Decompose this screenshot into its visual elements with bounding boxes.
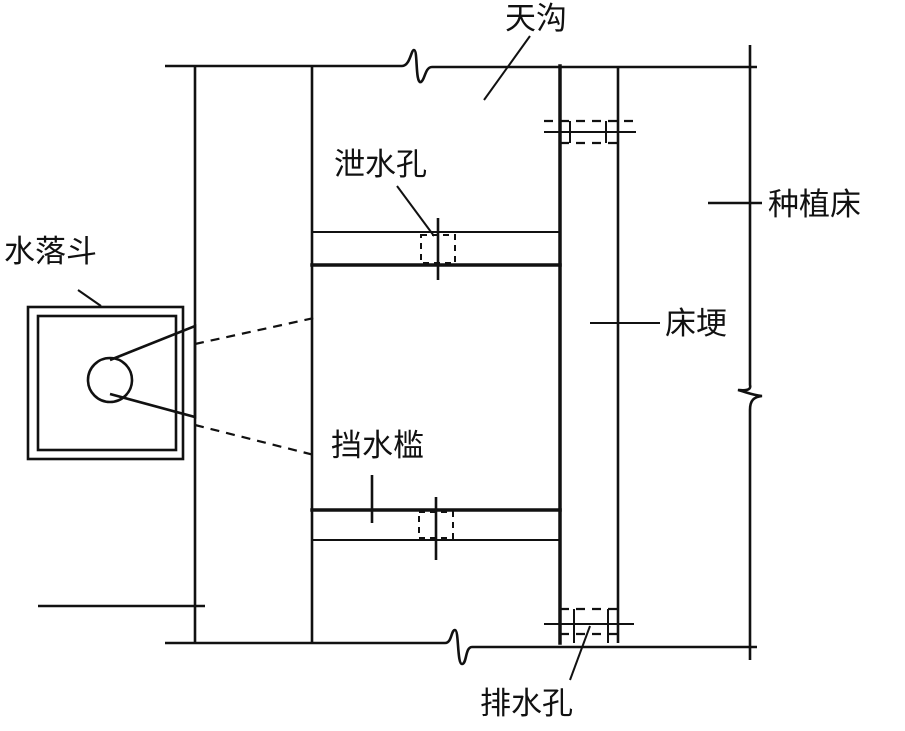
lower-hole-symbol xyxy=(370,475,454,560)
drain-hole-top-mark xyxy=(544,119,636,145)
gutter-label: 天沟 xyxy=(505,1,567,37)
drain-hole-label: 排水孔 xyxy=(480,686,573,722)
water-stop-sill-label: 挡水槛 xyxy=(331,428,424,464)
bed-ridge-strip xyxy=(558,64,620,645)
leader-lines xyxy=(77,35,762,681)
planting-bed-label: 种植床 xyxy=(768,187,861,223)
rainwater-hopper-label: 水落斗 xyxy=(4,234,97,270)
drain-hole-bottom-mark xyxy=(544,607,634,643)
upper-channel xyxy=(310,231,562,267)
bed-ridge-label: 床埂 xyxy=(665,306,727,342)
rainwater-hopper-shape xyxy=(26,305,315,461)
overflow-hole-symbol xyxy=(420,218,456,280)
gutter-outline xyxy=(38,45,763,666)
overflow-hole-label: 泄水孔 xyxy=(334,147,427,183)
